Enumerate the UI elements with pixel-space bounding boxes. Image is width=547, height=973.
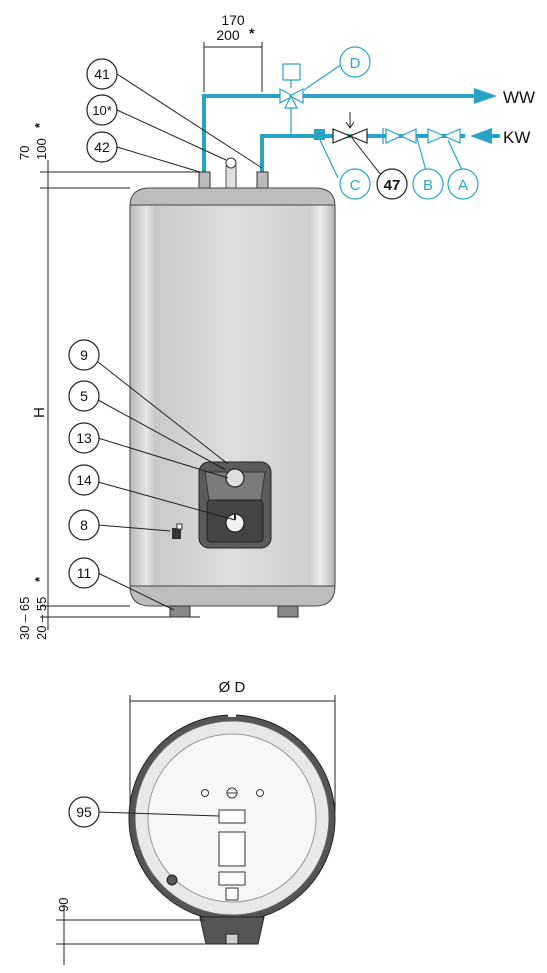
top-spacing-alt-label: 200	[216, 27, 240, 43]
cold-water-label: KW	[503, 128, 530, 147]
bottom-view-offset-label: 90	[56, 898, 71, 912]
top-offset-star: *	[32, 122, 47, 128]
callout-C: C	[350, 177, 361, 194]
bottom-offset-alt-label: 20 – 55	[34, 597, 49, 640]
callout-10: 10*	[92, 103, 112, 118]
drain-valve-icon	[172, 528, 181, 539]
leader-lines	[97, 61, 463, 817]
callout-D: D	[350, 55, 361, 72]
callout-8: 8	[80, 517, 88, 533]
callout-A: A	[458, 177, 468, 194]
tank-front-view	[129, 157, 336, 618]
bottom-offset-star: *	[32, 576, 47, 582]
callout-11: 11	[77, 565, 92, 581]
callout-13: 13	[76, 430, 92, 446]
safety-valve-icon	[332, 112, 368, 144]
callout-14: 14	[76, 472, 92, 488]
rating-plate	[218, 809, 246, 824]
callout-47: 47	[384, 177, 401, 194]
component-callouts: 41 10* 42 9 5 13 14 8 11 95 47 A B C D	[68, 46, 479, 828]
top-spacing-dimension: 170 200 *	[203, 12, 263, 92]
callout-42: 42	[94, 139, 110, 155]
left-dimensions: 70 100 * H 30 – 65 20 – 55 *	[17, 122, 205, 640]
callout-95: 95	[76, 804, 92, 820]
top-spacing-label: 170	[221, 12, 245, 28]
height-label: H	[31, 407, 48, 418]
piping: WW KW	[202, 63, 535, 172]
anode-stub	[225, 165, 237, 189]
info-label	[218, 831, 246, 867]
hot-outlet-stub	[198, 171, 211, 189]
callout-5: 5	[80, 388, 88, 404]
control-housing	[199, 916, 265, 945]
diameter-label: Ø D	[219, 679, 246, 696]
hot-water-label: WW	[503, 88, 535, 107]
hot-water-arrow-icon	[474, 88, 497, 104]
callout-9: 9	[80, 347, 88, 363]
callout-41: 41	[94, 66, 110, 82]
top-offset-label: 70	[17, 146, 32, 160]
top-spacing-star: *	[249, 25, 255, 41]
foot-left	[169, 605, 191, 618]
control-panel	[198, 461, 272, 549]
check-valve-square-icon	[314, 129, 325, 140]
callout-B: B	[423, 177, 433, 194]
top-offset-alt-label: 100	[34, 138, 49, 160]
foot-right	[277, 605, 299, 618]
mixing-valve-icon	[279, 63, 304, 109]
tank-bottom-view: Ø D 90	[56, 679, 336, 965]
shutoff-valve-b-icon	[382, 128, 417, 144]
shutoff-valve-a-icon	[427, 128, 461, 144]
thermometer-dial-icon	[225, 468, 245, 488]
cold-inlet-stub	[256, 171, 269, 189]
bottom-offset-label: 30 – 65	[17, 597, 32, 640]
cold-water-arrow-icon	[470, 128, 492, 144]
